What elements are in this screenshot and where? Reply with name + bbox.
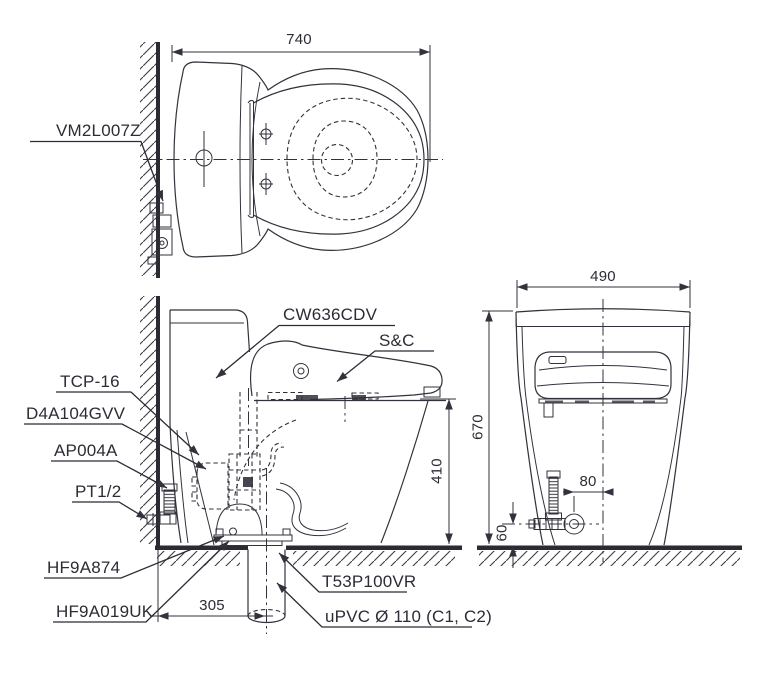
dimension-740: 740 <box>171 31 431 162</box>
callout-d4a104gvv: D4A104GVV <box>24 404 208 473</box>
dim-670-text: 670 <box>470 414 487 440</box>
label-ap004a: AP004A <box>54 441 118 460</box>
seat-bolt-symbols <box>195 123 273 195</box>
plan-hidden-lines <box>286 97 418 221</box>
seat-lid-front <box>534 351 672 418</box>
supply-valve-front <box>502 470 599 535</box>
supply-fitting-plan <box>147 202 173 265</box>
wall-hatch-side <box>140 296 156 544</box>
wall-line-side <box>156 296 160 546</box>
label-cw636cdv: CW636CDV <box>283 305 378 324</box>
drain-pipe <box>247 468 286 634</box>
dim-410-text: 410 <box>429 458 446 484</box>
floor-line-right <box>286 545 462 550</box>
callout-upvc: uPVC Ø 110 (C1, C2) <box>274 580 492 628</box>
label-pt12: PT1/2 <box>75 482 121 501</box>
callout-tcp16: TCP-16 <box>56 372 202 458</box>
callout-ap004a: AP004A <box>51 441 169 492</box>
callout-hf9a874: HF9A874 <box>44 532 226 579</box>
plan-view: 740 VM2L007Z <box>30 31 443 278</box>
dimension-410: 410 <box>420 398 456 544</box>
label-upvc: uPVC Ø 110 (C1, C2) <box>325 607 492 626</box>
label-hf9a019uk: HF9A019UK <box>56 602 154 621</box>
flush-valve-assembly <box>191 419 349 546</box>
dimension-670: 670 <box>470 310 513 544</box>
dim-80-text: 80 <box>579 473 596 490</box>
side-view: 410 305 CW636CDV S&C TCP-16 D4A104GVV <box>24 296 492 634</box>
floor-hatch-right <box>293 551 455 566</box>
callout-sc: S&C <box>334 331 434 385</box>
callout-cw636cdv: CW636CDV <box>213 305 395 381</box>
callout-t53p100vr: T53P100VR <box>276 550 416 593</box>
dim-60-text: 60 <box>494 524 511 541</box>
toilet-front-outline <box>515 299 691 562</box>
toilet-plan-outline <box>173 61 429 258</box>
label-sc: S&C <box>379 331 415 350</box>
label-hf9a874: HF9A874 <box>47 558 120 577</box>
dimension-60: 60 <box>494 502 517 568</box>
label-vm2l007z: VM2L007Z <box>56 121 141 140</box>
callout-pt12: PT1/2 <box>72 482 149 523</box>
dim-305-text: 305 <box>199 597 225 614</box>
label-d4a104gvv: D4A104GVV <box>26 404 126 423</box>
floor-line-front <box>477 545 742 550</box>
label-t53p100vr: T53P100VR <box>322 572 416 591</box>
wall-line-top <box>156 42 160 278</box>
supply-fitting-side <box>146 483 178 526</box>
callout-hf9a019uk: HF9A019UK <box>53 538 232 623</box>
callout-vm2l007z: VM2L007Z <box>30 121 167 203</box>
toilet-side-outline <box>169 309 446 546</box>
label-tcp16: TCP-16 <box>60 372 120 391</box>
dim-740-text: 740 <box>286 31 312 48</box>
dimension-490: 490 <box>516 268 691 308</box>
dim-490-text: 490 <box>590 268 616 285</box>
floor-line-left <box>155 545 248 550</box>
floor-hatch-front <box>479 551 740 566</box>
front-view: 490 670 80 60 <box>470 268 742 568</box>
dimension-80: 80 <box>563 473 614 512</box>
